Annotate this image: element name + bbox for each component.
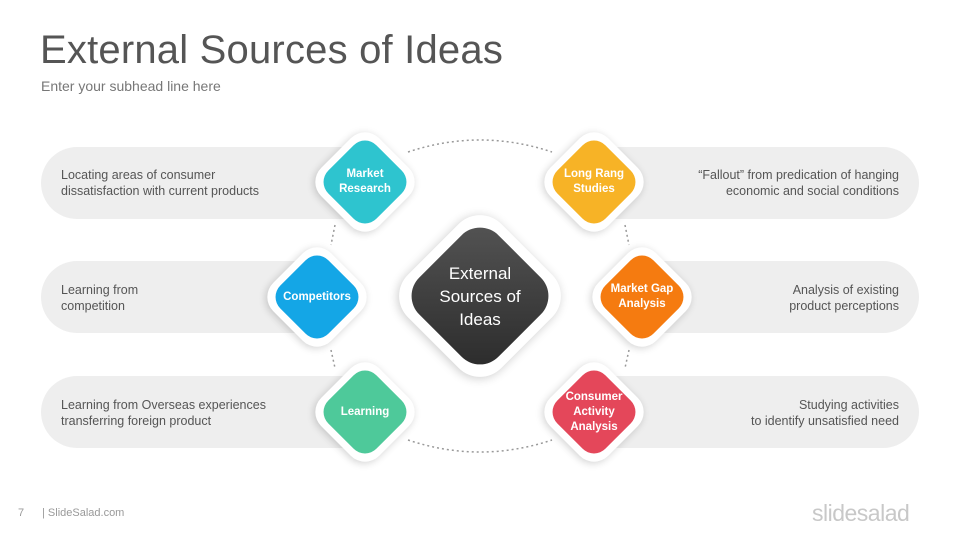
node-competitors: Competitors: [259, 239, 375, 355]
connector-arc-bottom: [407, 439, 553, 453]
node-learning: Learning: [307, 354, 423, 470]
connector-right-lower: [624, 349, 630, 369]
page-number: 7: [18, 507, 25, 519]
slidesalad-logo: slidesalad: [812, 500, 910, 526]
node-learning-label: Learning: [340, 405, 390, 418]
connector-right-upper: [624, 224, 630, 246]
slide-subtitle: Enter your subhead line here: [41, 78, 221, 94]
slide-title: External Sources of Ideas: [40, 28, 504, 72]
connector-arc-top: [407, 139, 553, 153]
connector-left-lower: [330, 349, 336, 369]
connector-left-upper: [330, 224, 336, 246]
node-competitors-label: Competitors: [283, 290, 351, 303]
footer-site: | SlideSalad.com: [42, 507, 125, 519]
